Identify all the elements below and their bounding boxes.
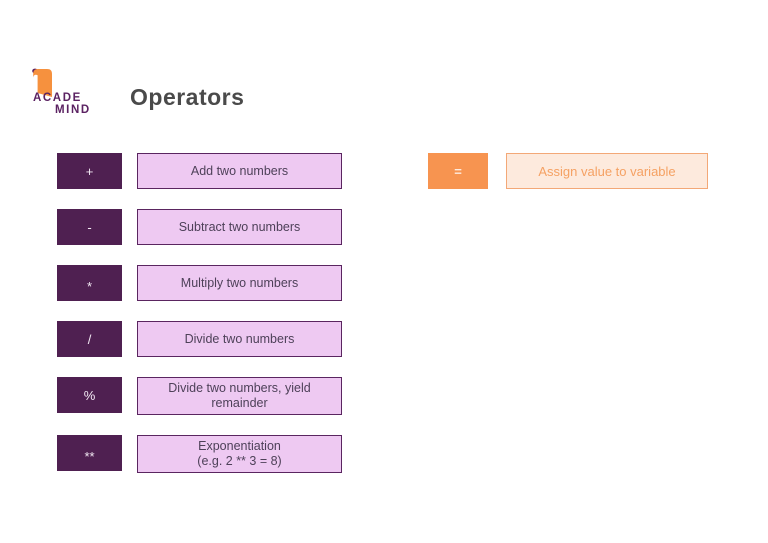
assignment-description-box: Assign value to variable (506, 153, 708, 189)
operator-description: Multiply two numbers (180, 275, 299, 290)
operator-row: * Multiply two numbers (57, 265, 342, 301)
page-title: Operators (130, 84, 245, 110)
operator-description-box: Divide two numbers, yield remainder (137, 377, 342, 415)
logo-text-line1: ACADE (33, 92, 82, 104)
operator-description: Divide two numbers (184, 331, 295, 346)
operator-row: - Subtract two numbers (57, 209, 342, 245)
operator-symbol: ** (84, 448, 95, 464)
assignment-row: = Assign value to variable (428, 153, 708, 189)
operator-symbol-box: + (57, 153, 122, 189)
operator-description: Subtract two numbers (178, 219, 301, 234)
operator-symbol: * (86, 278, 93, 294)
operator-symbol: % (83, 387, 96, 403)
operator-row: % Divide two numbers, yield remainder (57, 377, 342, 415)
operator-symbol: / (87, 331, 92, 347)
assignment-symbol-box: = (428, 153, 488, 189)
operator-symbol-box: * (57, 265, 122, 301)
operators-list: + Add two numbers - Subtract two numbers… (57, 153, 342, 493)
operator-symbol-box: % (57, 377, 122, 413)
operator-row: + Add two numbers (57, 153, 342, 189)
operator-row: / Divide two numbers (57, 321, 342, 357)
operator-symbol: - (87, 219, 92, 235)
logo-text-line2: MIND (55, 104, 91, 116)
operator-description-box: Exponentiation (e.g. 2 ** 3 = 8) (137, 435, 342, 473)
operator-description-box: Add two numbers (137, 153, 342, 189)
assignment-symbol: = (454, 163, 462, 179)
operator-row: ** Exponentiation (e.g. 2 ** 3 = 8) (57, 435, 342, 473)
operator-description: Exponentiation (e.g. 2 ** 3 = 8) (197, 439, 282, 468)
assignment-description: Assign value to variable (538, 163, 676, 179)
operator-description-box: Subtract two numbers (137, 209, 342, 245)
operator-description-box: Multiply two numbers (137, 265, 342, 301)
operator-symbol: + (85, 163, 94, 179)
operator-description: Divide two numbers, yield remainder (168, 381, 311, 410)
academind-flag-icon (32, 68, 52, 97)
operator-description: Add two numbers (190, 163, 289, 178)
operator-description-box: Divide two numbers (137, 321, 342, 357)
operator-symbol-box: ** (57, 435, 122, 471)
logo-wordmark: ACADE MIND (33, 92, 91, 116)
operator-symbol-box: - (57, 209, 122, 245)
academind-logo: ACADE MIND (31, 66, 111, 122)
operator-symbol-box: / (57, 321, 122, 357)
